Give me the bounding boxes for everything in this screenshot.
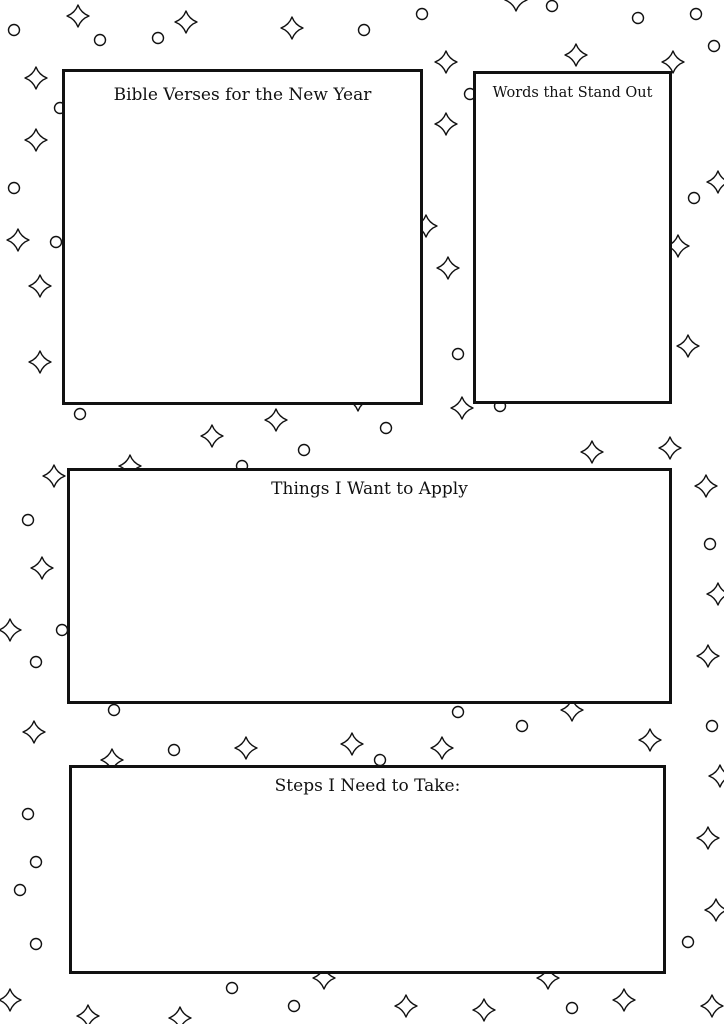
sparkle-star-icon [661, 50, 685, 74]
sparkle-star-icon [706, 170, 724, 194]
sparkle-star-icon [394, 994, 418, 1018]
circle-dot-icon [13, 883, 27, 897]
sparkle-star-icon [704, 898, 724, 922]
sparkle-star-icon [658, 436, 682, 460]
sparkle-star-icon [24, 66, 48, 90]
circle-dot-icon [297, 443, 311, 457]
sparkle-star-icon [0, 988, 22, 1012]
circle-dot-icon [415, 7, 429, 21]
circle-dot-icon [631, 11, 645, 25]
sparkle-star-icon [612, 988, 636, 1012]
circle-dot-icon [21, 807, 35, 821]
sparkle-star-icon [700, 994, 724, 1018]
circle-dot-icon [93, 33, 107, 47]
sparkle-star-icon [564, 43, 588, 67]
sparkle-star-icon [434, 50, 458, 74]
circle-dot-icon [29, 855, 43, 869]
sparkle-star-icon [6, 228, 30, 252]
steps-to-take-box[interactable]: Steps I Need to Take: [69, 765, 666, 974]
bible-verses-title: Bible Verses for the New Year [113, 85, 372, 105]
circle-dot-icon [703, 537, 717, 551]
words-stand-out-box[interactable]: Words that Stand Out [473, 71, 672, 404]
circle-dot-icon [21, 513, 35, 527]
sparkle-star-icon [450, 396, 474, 420]
sparkle-star-icon [66, 4, 90, 28]
circle-dot-icon [7, 181, 21, 195]
sparkle-star-icon [472, 998, 496, 1022]
circle-dot-icon [73, 407, 87, 421]
sparkle-star-icon [340, 732, 364, 756]
sparkle-star-icon [436, 256, 460, 280]
circle-dot-icon [515, 719, 529, 733]
sparkle-star-icon [580, 440, 604, 464]
circle-dot-icon [451, 347, 465, 361]
circle-dot-icon [687, 191, 701, 205]
bible-verses-box[interactable]: Bible Verses for the New Year [62, 69, 423, 405]
sparkle-star-icon [504, 0, 528, 12]
words-stand-out-title: Words that Stand Out [492, 85, 653, 101]
sparkle-star-icon [28, 274, 52, 298]
circle-dot-icon [545, 0, 559, 13]
sparkle-star-icon [24, 128, 48, 152]
sparkle-star-icon [676, 334, 700, 358]
circle-dot-icon [7, 23, 21, 37]
circle-dot-icon [681, 935, 695, 949]
sparkle-star-icon [312, 966, 336, 990]
sparkle-star-icon [0, 618, 22, 642]
circle-dot-icon [49, 235, 63, 249]
circle-dot-icon [55, 623, 69, 637]
things-to-apply-box[interactable]: Things I Want to Apply [67, 468, 672, 704]
circle-dot-icon [451, 705, 465, 719]
sparkle-star-icon [706, 582, 724, 606]
circle-dot-icon [705, 719, 719, 733]
circle-dot-icon [689, 7, 703, 21]
circle-dot-icon [565, 1001, 579, 1015]
sparkle-star-icon [280, 16, 304, 40]
sparkle-star-icon [200, 424, 224, 448]
sparkle-star-icon [696, 826, 720, 850]
sparkle-star-icon [434, 112, 458, 136]
sparkle-star-icon [22, 720, 46, 744]
things-to-apply-title: Things I Want to Apply [271, 479, 468, 499]
circle-dot-icon [29, 937, 43, 951]
sparkle-star-icon [694, 474, 718, 498]
circle-dot-icon [29, 655, 43, 669]
sparkle-star-icon [536, 966, 560, 990]
sparkle-star-icon [696, 644, 720, 668]
sparkle-star-icon [560, 698, 584, 722]
sparkle-star-icon [638, 728, 662, 752]
sparkle-star-icon [168, 1006, 192, 1024]
sparkle-star-icon [430, 736, 454, 760]
circle-dot-icon [225, 981, 239, 995]
circle-dot-icon [373, 753, 387, 767]
sparkle-star-icon [708, 764, 724, 788]
sparkle-star-icon [28, 350, 52, 374]
sparkle-star-icon [174, 10, 198, 34]
sparkle-star-icon [76, 1004, 100, 1024]
circle-dot-icon [287, 999, 301, 1013]
sparkle-star-icon [264, 408, 288, 432]
circle-dot-icon [707, 39, 721, 53]
steps-to-take-title: Steps I Need to Take: [274, 776, 461, 796]
sparkle-star-icon [42, 464, 66, 488]
sparkle-star-icon [234, 736, 258, 760]
circle-dot-icon [167, 743, 181, 757]
circle-dot-icon [107, 703, 121, 717]
sparkle-star-icon [30, 556, 54, 580]
circle-dot-icon [357, 23, 371, 37]
circle-dot-icon [379, 421, 393, 435]
circle-dot-icon [151, 31, 165, 45]
